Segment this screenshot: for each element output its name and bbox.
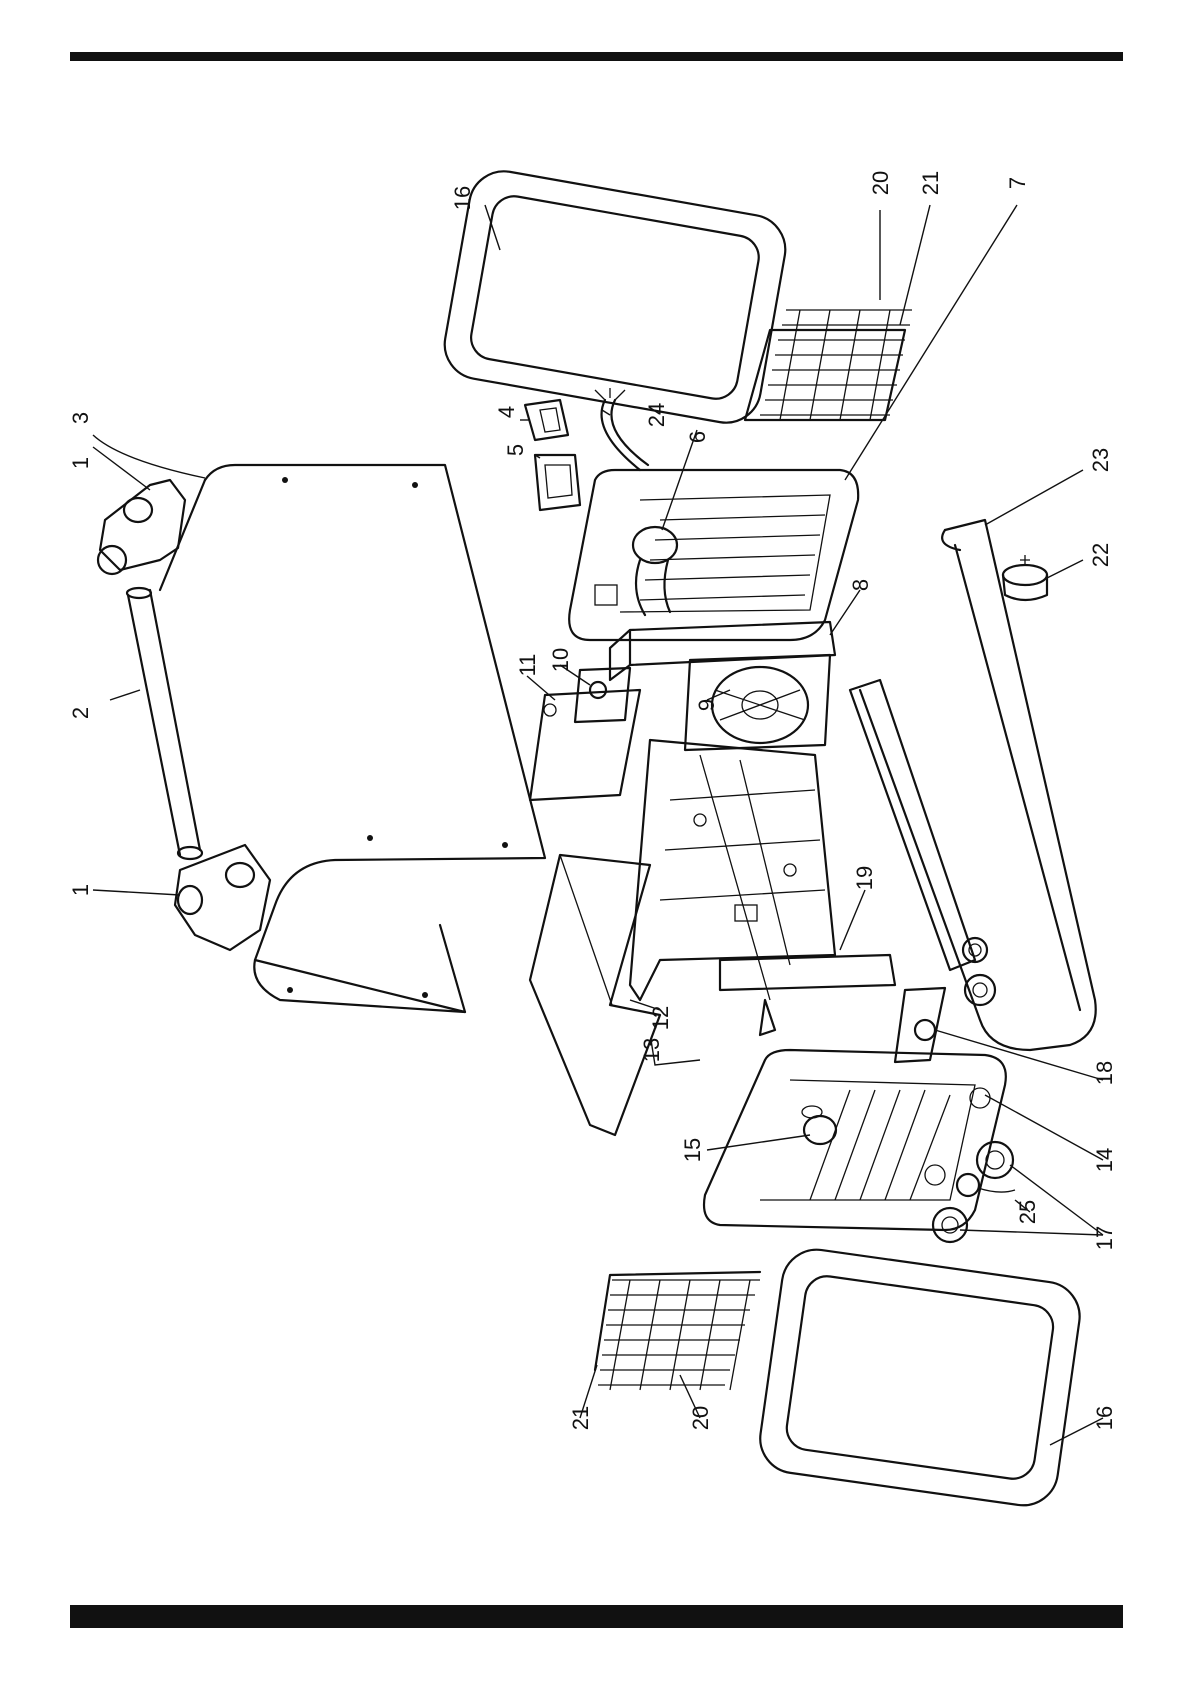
label-front-panel: 14 (1092, 1148, 1117, 1172)
leader-lines (93, 205, 1103, 1445)
indicator-switch (525, 400, 568, 440)
label-side-frame-top: 16 (450, 186, 475, 210)
label-grille-frame-top: 21 (918, 171, 943, 195)
label-main-switch: 5 (503, 444, 528, 456)
label-output-connectors: 17 (1092, 1226, 1117, 1250)
label-handle-bracket-bottom: 1 (68, 884, 93, 896)
label-control-board-a: 10 (548, 648, 573, 672)
main-switch (535, 455, 580, 510)
label-rear-panel: 7 (1005, 177, 1030, 189)
label-side-frame-bottom: 16 (1092, 1406, 1117, 1430)
label-grille-frame-bottom: 21 (568, 1406, 593, 1430)
control-knob (802, 1106, 836, 1144)
handle-bar (127, 588, 202, 859)
label-connector-cap: 25 (1015, 1200, 1040, 1224)
grille-bottom (595, 1272, 760, 1390)
label-power-cable: 24 (644, 403, 669, 427)
label-grille-top: 20 (868, 171, 893, 195)
front-panel (704, 1050, 1006, 1230)
rear-panel (569, 470, 858, 640)
label-main-pcb: 13 (639, 1038, 664, 1062)
side-frame-bottom (756, 1245, 1084, 1510)
socket-board (895, 988, 945, 1062)
power-cable (595, 388, 648, 470)
panel-nuts (963, 938, 995, 1005)
rubber-foot (1003, 555, 1047, 600)
label-rubber-foot: 22 (1088, 543, 1113, 567)
control-board (530, 668, 640, 800)
label-cooling-fan: 9 (694, 699, 719, 711)
label-indicator-switch: 4 (494, 406, 519, 418)
base-tray (850, 520, 1096, 1050)
label-base-tray: 23 (1088, 448, 1113, 472)
handle-end-bracket-bottom (175, 845, 270, 950)
label-socket-board: 18 (1092, 1061, 1117, 1085)
label-control-board-b: 11 (515, 654, 540, 677)
top-cover (160, 465, 545, 1012)
label-pcb-bracket: 19 (852, 866, 877, 890)
cable-grommet (633, 527, 677, 615)
label-control-knob: 15 (680, 1138, 705, 1162)
label-grille-bottom: 20 (688, 1406, 713, 1430)
label-baffle-plate: 8 (848, 579, 873, 591)
baffle-plate (610, 622, 835, 680)
label-insulator-sheet: 12 (648, 1006, 673, 1030)
label-handle-bracket-top: 1 (68, 457, 93, 469)
side-frame-top (439, 166, 791, 428)
label-handle-bar: 2 (68, 707, 93, 719)
label-top-cover: 3 (68, 412, 93, 424)
label-cable-grommet: 6 (685, 431, 710, 443)
grille-top (745, 310, 912, 420)
connector-cap (957, 1174, 1015, 1196)
insulator-sheet (530, 855, 660, 1135)
